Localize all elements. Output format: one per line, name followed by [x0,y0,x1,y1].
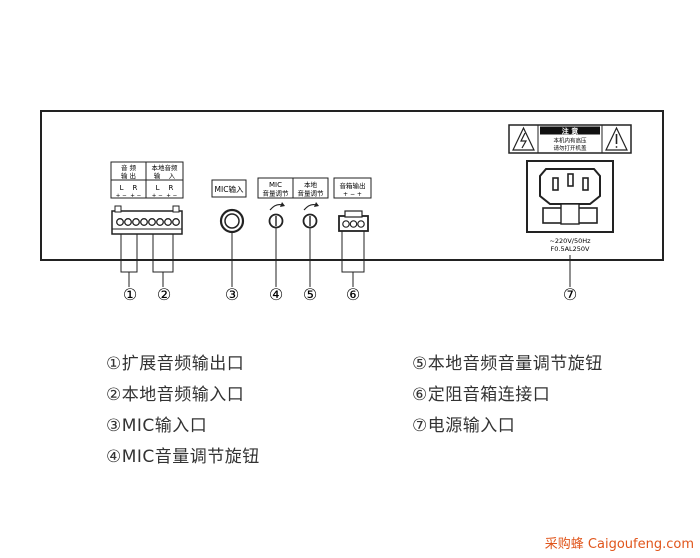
speaker-out-label-box [333,177,372,199]
warning-line2: 请勿打开机盖 [553,144,587,152]
callout-5: ⑤ [303,285,317,304]
local-in-label-bottom: 输 入 [154,171,176,180]
legend-item-4: ④MIC音量调节旋钮 [106,447,260,467]
lightning-warning-icon [512,126,535,151]
speaker-out-polarity: + − + [343,191,362,198]
terminal-screw [124,218,132,226]
callout-6: ⑥ [346,285,360,304]
legend-item-2: ②本地音频输入口 [106,385,245,405]
local-vol-label-top: 本地 [304,180,318,189]
callout-1: ① [123,285,137,304]
speaker-out-label: 音箱输出 [340,181,366,190]
high-voltage-warning-label: 注 意 本机内有高压 请勿打开机盖 [508,124,632,154]
callout-2: ② [157,285,171,304]
rear-panel-diagram: 音 频 输 出 L R + − + − 本地音频 输 入 L R + − + −… [40,110,664,304]
mic-vol-label-bottom: 音量调节 [263,189,290,198]
local-vol-rotation-arrow [303,203,317,211]
warning-title: 注 意 [562,127,578,136]
callout-7: ⑦ [563,285,577,304]
local-in-label-top: 本地音频 [152,163,179,172]
rear-panel-outline [40,110,664,261]
legend-item-1: ①扩展音频输出口 [106,354,245,374]
warning-line1: 本机内有高压 [553,137,587,145]
mic-in-label: MIC输入 [215,184,244,194]
ext-audio-output-terminal: 音 频 输 出 L R + − + − [110,161,147,199]
speaker-screw [357,220,365,228]
power-inlet: ~220V/50Hz F0.5AL250V [526,160,614,253]
terminal-screw [116,218,124,226]
legend-item-7: ⑦电源输入口 [412,416,516,436]
local-audio-input-terminal: 本地音频 输 入 L R + − + − [145,161,184,199]
audio-terminal-block [111,205,183,235]
local-volume-knob: 本地 音量调节 [292,177,329,229]
leader-lines [120,228,571,287]
power-rating-1: ~220V/50Hz [549,237,591,245]
terminal-screw [148,218,156,226]
ext-out-polarity: + − + − [116,193,142,199]
local-vol-label-bottom: 音量调节 [298,189,325,198]
terminal-screw [140,218,148,226]
callouts: ① ② ③ ④ ⑤ ⑥ ⑦ [123,285,577,304]
terminal-screw [164,218,172,226]
local-in-channels: L R [156,184,174,192]
ext-out-channels: L R [120,184,138,192]
local-vol-label-box [292,177,329,199]
terminal-screw [156,218,164,226]
terminal-screw [132,218,140,226]
speaker-output-terminal: 音箱输出 + − + [333,177,372,232]
ext-out-label-top: 音 频 [121,163,137,172]
local-in-polarity: + − + − [152,193,178,199]
legend-item-3: ③MIC输入口 [106,416,208,436]
callout-3: ③ [225,285,239,304]
speaker-screw [349,220,358,228]
speaker-screw [342,220,350,228]
callout-4: ④ [269,285,283,304]
power-rating-2: F0.5AL250V [551,245,591,253]
legend-item-6: ⑥定阻音箱连接口 [412,385,551,405]
mic-vol-rotation-arrow [269,203,283,211]
watermark: 采购蜂 Caigoufeng.com [544,537,694,552]
mic-input-jack: MIC输入 [211,179,247,234]
mic-volume-knob: MIC 音量调节 [257,177,294,229]
ext-out-label-bottom: 输 出 [121,171,136,180]
legend-item-5: ⑤本地音频音量调节旋钮 [412,354,603,374]
mic-vol-label-top: MIC [269,181,282,189]
mic-in-label-box [211,179,247,198]
terminal-screw [172,218,180,226]
